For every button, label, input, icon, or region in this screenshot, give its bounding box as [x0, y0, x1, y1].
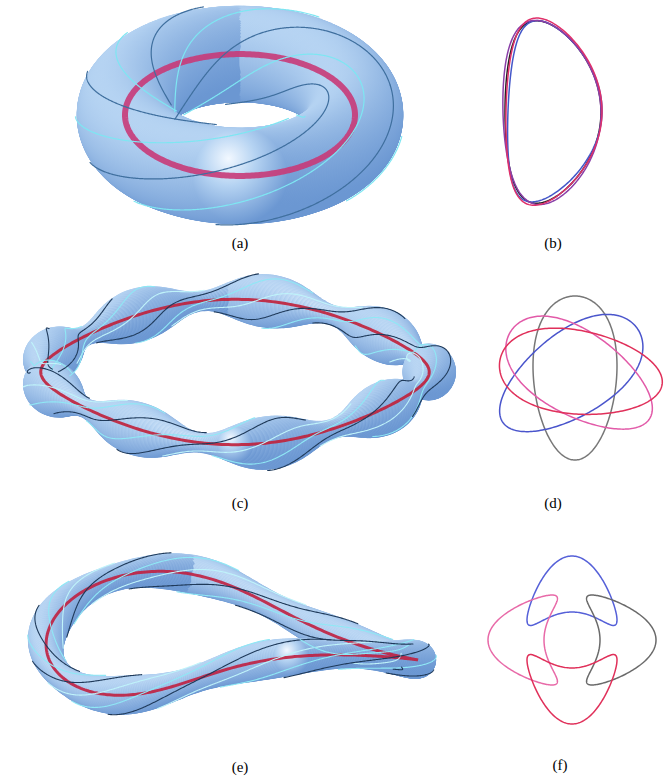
field-line	[428, 644, 430, 646]
field-line	[175, 27, 390, 119]
field-line	[432, 655, 436, 661]
flux-surface-section	[506, 18, 602, 205]
field-line	[413, 353, 451, 416]
field-line	[136, 279, 313, 343]
field-line	[347, 137, 402, 201]
field-line	[226, 84, 320, 104]
field-line	[373, 345, 437, 436]
helical-torus	[28, 553, 437, 715]
field-line	[214, 308, 405, 320]
stellarator-torus	[23, 274, 456, 471]
panel-label: (b)	[544, 234, 562, 252]
field-line	[352, 653, 401, 664]
magnetic-axis	[41, 299, 430, 444]
field-line	[175, 9, 319, 112]
field-line	[92, 569, 306, 604]
flux-surface-section	[508, 21, 602, 202]
field-line	[235, 605, 412, 644]
field-line	[297, 115, 305, 117]
field-line	[172, 294, 363, 326]
panel-label: (d)	[544, 494, 562, 512]
panel-label: (e)	[232, 758, 249, 776]
field-line	[216, 85, 393, 225]
field-line	[30, 402, 165, 413]
field-line	[27, 368, 89, 399]
field-line	[134, 73, 364, 210]
field-line	[151, 7, 203, 105]
panel-label: (c)	[232, 494, 249, 512]
flux-surface-section	[587, 595, 656, 685]
field-line	[157, 641, 380, 709]
field-line	[33, 661, 142, 682]
field-line	[262, 318, 427, 349]
field-line	[75, 117, 288, 143]
field-line	[77, 290, 204, 363]
field-line	[67, 553, 171, 637]
field-line	[184, 54, 355, 115]
tokamak-sections	[503, 18, 602, 205]
field-line	[284, 646, 428, 677]
field-line	[35, 605, 80, 671]
flux-surface-section	[503, 20, 601, 204]
field-line	[58, 299, 112, 372]
flux-surface-section	[506, 316, 653, 429]
field-line	[300, 640, 410, 655]
flux-surface-section	[527, 655, 617, 724]
flux-surface-section	[499, 328, 662, 414]
field-line	[220, 640, 414, 688]
field-line	[355, 344, 429, 354]
field-line	[23, 385, 127, 402]
field-line	[54, 412, 206, 433]
field-line	[177, 592, 392, 640]
field-line	[62, 563, 114, 648]
field-line	[49, 581, 69, 660]
field-line	[87, 71, 217, 124]
field-line	[393, 667, 402, 670]
flux-surface-section	[505, 21, 601, 203]
field-line	[425, 670, 433, 675]
field-line	[108, 639, 330, 714]
field-line	[268, 377, 414, 471]
field-line	[116, 33, 176, 111]
field-line	[86, 418, 254, 439]
panel-label: (f)	[553, 756, 568, 774]
field-line	[320, 353, 423, 446]
panel-label: (a)	[232, 234, 249, 252]
stellarator-sections	[499, 296, 662, 460]
field-line	[97, 274, 259, 343]
field-line	[390, 353, 410, 362]
flux-surface-section	[533, 296, 617, 460]
helical-sections	[488, 556, 656, 724]
flux-surface-section	[527, 556, 617, 625]
magnetic-axis	[125, 54, 355, 176]
field-line	[313, 323, 449, 353]
field-line	[129, 584, 358, 623]
tokamak-torus	[75, 6, 403, 225]
field-line	[386, 673, 425, 676]
field-line	[74, 557, 239, 624]
flux-surface-section	[488, 595, 557, 685]
